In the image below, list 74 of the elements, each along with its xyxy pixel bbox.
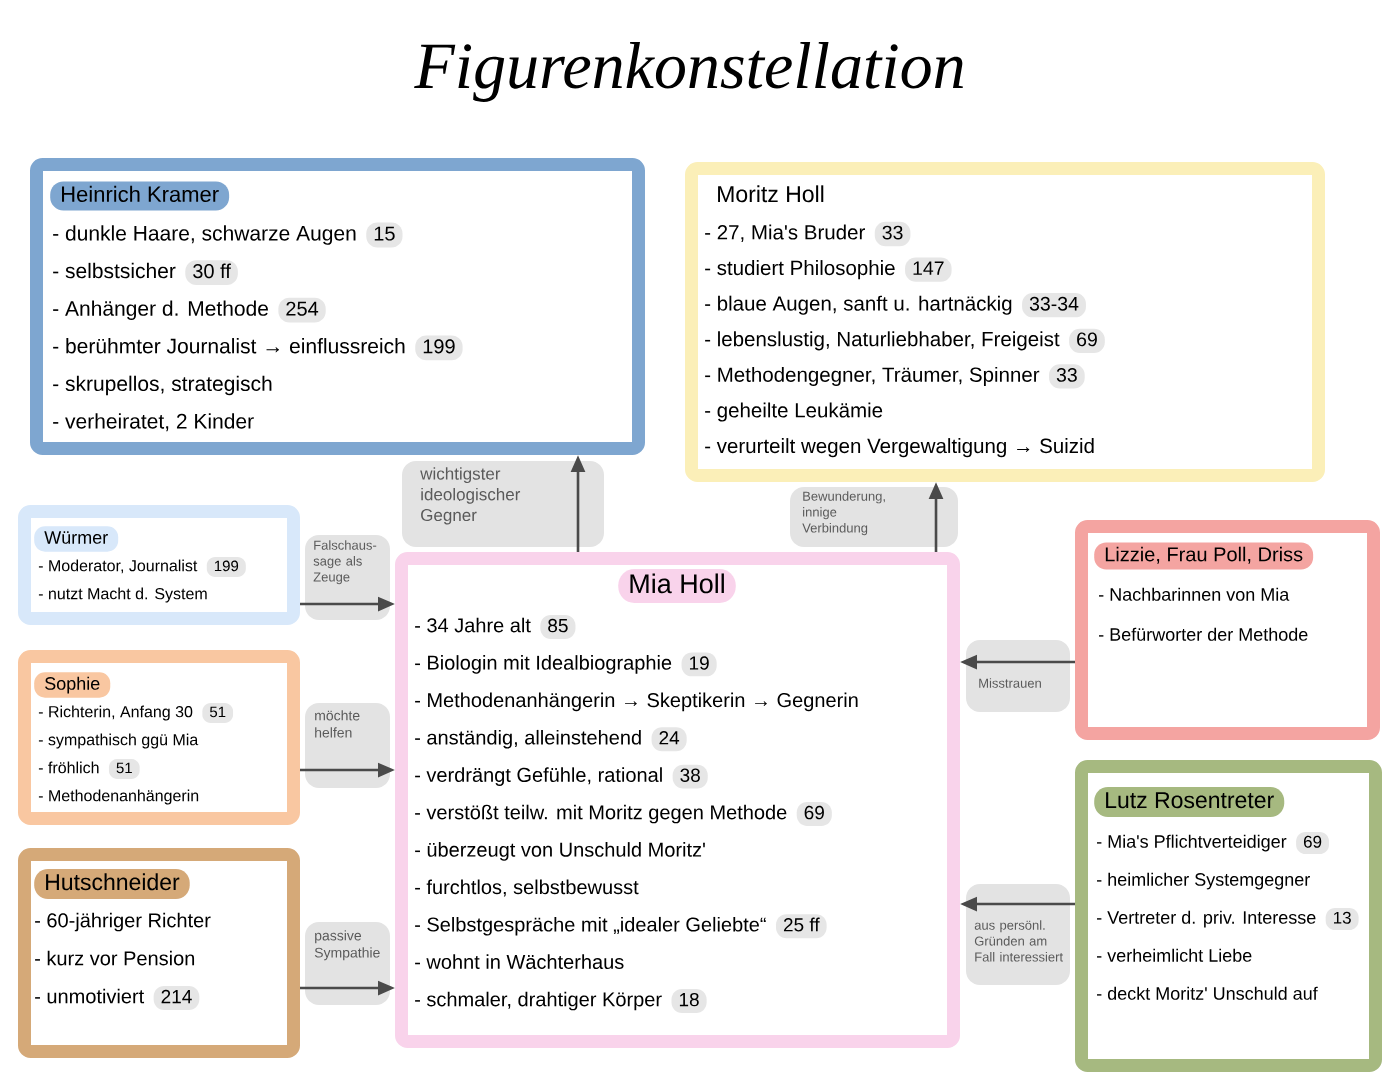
bullet-point: - verheiratet, 2 Kinder bbox=[53, 413, 254, 432]
edge-label: Misstrauen bbox=[979, 678, 1041, 688]
bullet-point: - 34 Jahre alt bbox=[415, 617, 531, 633]
page-reference: 15 bbox=[366, 222, 403, 248]
bullet-point: - Richterin, Anfang 30 bbox=[38, 705, 193, 721]
name-tag: Mia Holl bbox=[618, 569, 736, 603]
page-reference: 19 bbox=[681, 652, 717, 677]
page-reference: 38 bbox=[672, 764, 708, 789]
bullet-point: - deckt Moritz' Unschuld auf bbox=[1097, 986, 1318, 1000]
bullet-point: - Anhänger d. Methode bbox=[53, 300, 268, 321]
bullet-point: - furchtlos, selbstbewusst bbox=[415, 879, 639, 897]
bullet-point: - Befürworter der Methode bbox=[1099, 627, 1308, 641]
character-box bbox=[685, 162, 1325, 482]
page-reference: 51 bbox=[202, 702, 234, 724]
page-reference: 51 bbox=[108, 758, 140, 780]
page-reference: 69 bbox=[1296, 832, 1329, 854]
bullet-point: - 27, Mia's Bruder bbox=[705, 224, 865, 242]
bullet-point: - wohnt in Wächterhaus bbox=[415, 954, 624, 969]
edge-label: passive Sympathie bbox=[314, 930, 380, 961]
page-reference: 199 bbox=[206, 556, 246, 578]
character-box bbox=[1075, 520, 1380, 740]
bullet-point: - anständig, alleinstehend bbox=[415, 729, 641, 749]
bullet-point: - blaue Augen, sanft u. hartnäckig bbox=[705, 295, 1012, 315]
page-reference: 33-34 bbox=[1022, 293, 1086, 318]
bullet-point: - Biologin mit Idealbiographie bbox=[415, 655, 672, 674]
bullet-point: - nutzt Macht d. System bbox=[38, 587, 207, 603]
heading: Moritz Holl bbox=[718, 185, 824, 203]
bullet-point: - skrupellos, strategisch bbox=[53, 375, 272, 396]
bullet-point: - schmaler, drahtiger Körper bbox=[415, 991, 662, 1011]
bullet-point: - Methodenanhängerin → Skeptikerin → Gegnerin bbox=[415, 692, 858, 712]
bullet-point: - verurteilt wegen Vergewaltigung → Suizid bbox=[705, 438, 1094, 458]
bullet-point: - fröhlich bbox=[38, 761, 99, 774]
edge-label: aus persönl. Gründen am Fall interessiert bbox=[974, 920, 1063, 962]
bullet-point: - überzeugt von Unschuld Moritz' bbox=[415, 842, 705, 861]
character-box bbox=[18, 505, 300, 625]
bullet-point: - verheimlicht Liebe bbox=[1097, 948, 1252, 962]
edge-label: Bewunderung, innige Verbindung bbox=[802, 491, 885, 536]
name-tag: Lutz Rosentreter bbox=[1094, 786, 1285, 818]
edge-label: wichtigster ideologischer Gegner bbox=[420, 467, 521, 525]
bullet-point: - dunkle Haare, schwarze Augen bbox=[53, 225, 356, 245]
bullet-point: - Moderator, Journalist bbox=[38, 559, 198, 574]
bullet-point: - berühmter Journalist → einflussreich bbox=[53, 338, 405, 354]
bullet-point: - geheilte Leukämie bbox=[705, 402, 883, 422]
edge-label: möchte helfen bbox=[315, 710, 360, 738]
edge-label: Falschaus- sage als Zeuge bbox=[313, 540, 377, 585]
name-tag: Heinrich Kramer bbox=[50, 181, 230, 211]
character-box bbox=[18, 848, 300, 1058]
bullet-point: - selbstsicher bbox=[53, 262, 176, 279]
bullet-point: - Mia's Pflichtverteidiger bbox=[1097, 834, 1287, 852]
bullet-point: - Methodenanhängerin bbox=[38, 789, 199, 805]
page-reference: 24 bbox=[651, 727, 687, 752]
bullet-point: - unmotiviert bbox=[35, 988, 145, 1004]
character-box bbox=[30, 158, 645, 455]
bullet-point: - 60-jähriger Richter bbox=[35, 912, 211, 932]
character-box bbox=[395, 552, 960, 1048]
bullet-point: - verdrängt Gefühle, rational bbox=[415, 767, 662, 786]
bullet-point: - Nachbarinnen von Mia bbox=[1099, 587, 1290, 601]
name-tag: Sophie bbox=[34, 672, 111, 698]
name-tag: Lizzie, Frau Poll, Driss bbox=[1094, 542, 1314, 570]
page-reference: 33 bbox=[874, 221, 911, 247]
character-box bbox=[1075, 760, 1382, 1072]
bullet-point: - studiert Philosophie bbox=[705, 260, 895, 280]
title: Figurenkonstellation bbox=[414, 42, 963, 102]
bullet-point: - lebenslustig, Naturliebhaber, Freigeist bbox=[705, 331, 1060, 351]
bullet-point: - Selbstgespräche mit „idealer Geliebte“ bbox=[415, 916, 766, 936]
bullet-point: - sympathisch ggü Mia bbox=[38, 733, 199, 749]
page-reference: 13 bbox=[1325, 908, 1359, 930]
bullet-point: - verstößt teilw. mit Moritz gegen Methode bbox=[415, 804, 787, 824]
bullet-point: - kurz vor Pension bbox=[35, 950, 195, 966]
character-box bbox=[18, 650, 300, 825]
name-tag: Würmer bbox=[34, 526, 119, 552]
bullet-point: - Vertreter d. priv. Interesse bbox=[1097, 910, 1316, 928]
bullet-point: - Methodengegner, Träumer, Spinner bbox=[705, 366, 1040, 386]
bullet-point: - heimlicher Systemgegner bbox=[1097, 872, 1310, 890]
